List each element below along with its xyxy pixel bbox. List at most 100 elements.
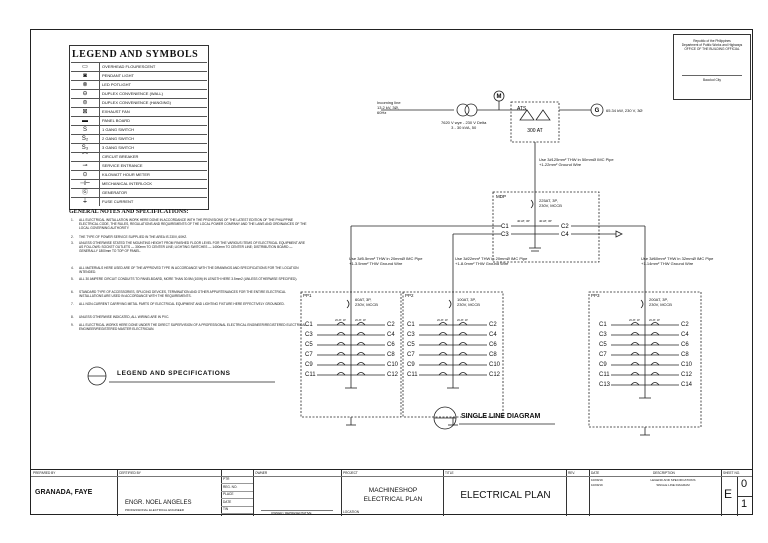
branch-breaker [356, 372, 366, 376]
mdp-cb-label-left: 40 AT, 3P [517, 219, 530, 223]
branch-breaker [438, 352, 448, 356]
note-text: ALL ELECTRICAL INSTALLATION WORK HERE DO… [79, 218, 307, 230]
sheet-letter: E [724, 487, 733, 501]
circuit-label-right: C12 [489, 372, 501, 378]
legend-label: GENERATOR [102, 190, 127, 195]
legend-symbol-icon: ⌒ [71, 153, 100, 161]
feeder-pp1-label-2: +1-3.5mm² THW Ground Wire [349, 261, 403, 266]
approval-stamp: Republic of the Philippines Department o… [673, 34, 751, 100]
legend-symbol-icon: S₃ [71, 144, 100, 152]
note-number: 1. [71, 218, 74, 222]
note-number: 2. [71, 235, 74, 239]
tb-div-2 [221, 470, 222, 516]
mdp-c2: C2 [561, 224, 569, 230]
rev-label: REV. [568, 471, 576, 475]
panel-breaker-label: 60AT, 3P,230V, MCCB [355, 297, 378, 307]
panel-breaker-label: 100AT, 3P,230V, MCCB [457, 297, 480, 307]
feeder-pp2-label-1: Use 3#22mm² THW in 20mmØ IMC Pipe [455, 256, 528, 261]
note-item: 5.ALL 30 AMPERE CIRCUIT CONDUITS TO PANE… [71, 277, 309, 281]
legend-row: ⏚FUSE CURRENT [71, 197, 207, 206]
note-number: 7. [71, 302, 74, 306]
title-block: PREPARED BY GRANADA, FAYE CERTIFIED BY E… [31, 469, 752, 516]
circuit-label-right: C10 [489, 362, 501, 368]
branch-cb-label: 20 AT, 1P [335, 319, 346, 322]
transformer-primary [456, 103, 470, 117]
circuit-label-right: C14 [681, 382, 693, 388]
legend-symbol-icon: ⊗ [71, 81, 100, 89]
mdp-breaker-label: 225AT, 3P, 230V, MCCB [539, 198, 562, 208]
legend-label: KILOWATT HOUR METER [102, 172, 150, 177]
legend-label: FUSE CURRENT [102, 199, 134, 204]
panel-label: PP2 [405, 293, 414, 298]
credential-field: PTR [223, 477, 230, 481]
circuit-label-left: C9 [599, 362, 607, 368]
branch-breaker [438, 342, 448, 346]
note-number: 4. [71, 266, 74, 270]
circuit-label-right: C10 [681, 362, 693, 368]
meter-label: M [497, 94, 502, 100]
legend-row: ▭OVERHEAD FLOURESCENT [71, 62, 207, 71]
legend-label: LED POTLIGHT [102, 82, 131, 87]
note-number: 3. [71, 241, 74, 245]
tb-div-1 [117, 470, 118, 516]
legend-caption-mark [87, 366, 275, 386]
revision-date: 10/09/19 [591, 478, 603, 482]
legend-row: ⌒CIRCUIT BREAKER [71, 152, 207, 161]
branch-breaker [336, 372, 346, 376]
circuit-label-right: C4 [387, 332, 395, 338]
branch-breaker [438, 332, 448, 336]
legend-row: ⊙KILOWATT HOUR METER [71, 170, 207, 179]
branch-breaker [650, 322, 660, 326]
ats-label: ATS [517, 106, 527, 112]
location-label: LOCATION [343, 510, 360, 514]
branch-breaker [650, 382, 660, 386]
legend-label: OVERHEAD FLOURESCENT [102, 64, 156, 69]
circuit-label-right: C6 [489, 342, 497, 348]
panel-breaker-label: 200AT, 3P,230V, MCCB [649, 297, 672, 307]
project-title-2: ELECTRICAL PLAN [363, 496, 423, 503]
legend-row: ⊸SERVICE ENTRANCE [71, 161, 207, 170]
note-item: 6.STANDARD TYPE OF ACCESSORIES, SPLICING… [71, 290, 309, 298]
legend-label: 1 GANG SWITCH [102, 127, 135, 132]
legend-symbol-icon: S₂ [71, 135, 100, 143]
note-text: STANDARD TYPE OF ACCESSORIES, SPLICING D… [79, 290, 286, 298]
circuit-label-right: C6 [387, 342, 395, 348]
sheet-number: 0 [741, 478, 748, 490]
mdp-c4: C4 [561, 232, 569, 238]
mdp-breaker-label-1: 225AT, 3P, [539, 198, 558, 203]
revision-desc: LEGEND AND SPECIFICATIONS [650, 478, 696, 482]
branch-breaker [438, 372, 448, 376]
circuit-label-left: C9 [305, 362, 313, 368]
incoming-line-label: Incoming line 13.2 kV, 3Ø, 60Hz [377, 100, 401, 115]
date-label: DATE [591, 471, 600, 475]
tb-div-4 [341, 470, 342, 516]
circuit-label-right: C8 [681, 352, 689, 358]
project-title-1: MACHINESHOP [368, 487, 418, 494]
panel-breaker-line-1: 200AT, 3P, [649, 297, 668, 302]
circuit-label-right: C10 [387, 362, 399, 368]
note-text: UNLESS OTHERWISE STATED THE MOUNTING HEI… [79, 241, 305, 253]
legend-table: LEGEND AND SYMBOLS ▭OVERHEAD FLOURESCENT… [69, 45, 209, 210]
legend-symbol-icon: ⊙ [71, 171, 100, 179]
tb-div-3 [253, 470, 254, 516]
credential-field: DATE [223, 499, 232, 504]
legend-symbol-icon: ⏚ [71, 198, 100, 206]
circuit-label-left: C5 [407, 342, 415, 348]
feeder-pp3-label-1: Use 3#60mm² THW in 32mmØ IMC Pipe [641, 256, 714, 261]
mdp-enclosure [492, 191, 600, 263]
revision-date: 10/09/19 [591, 483, 603, 487]
circuit-label-left: C3 [305, 332, 313, 338]
legend-label: EXHAUST FAN [102, 109, 130, 114]
branch-breaker [630, 362, 640, 366]
stamp-line-2: Department of Public Works and Highways [681, 43, 743, 47]
main-feeder-label-2: +1-22mm² Ground Wire [539, 162, 582, 167]
drawing-sheet: Republic of the Philippines Department o… [30, 29, 753, 516]
branch-breaker [650, 332, 660, 336]
circuit-label-left: C1 [305, 322, 313, 328]
mdp-label: MDP [496, 194, 506, 199]
transformer-label: 7620 V wye - 230 V Delta 3 - 30 kVA, 50 [441, 120, 486, 130]
tb-div-5 [443, 470, 444, 516]
legend-row: ⊖DUPLEX CONVENIENCE (WALL) [71, 89, 207, 98]
branch-breaker [650, 342, 660, 346]
